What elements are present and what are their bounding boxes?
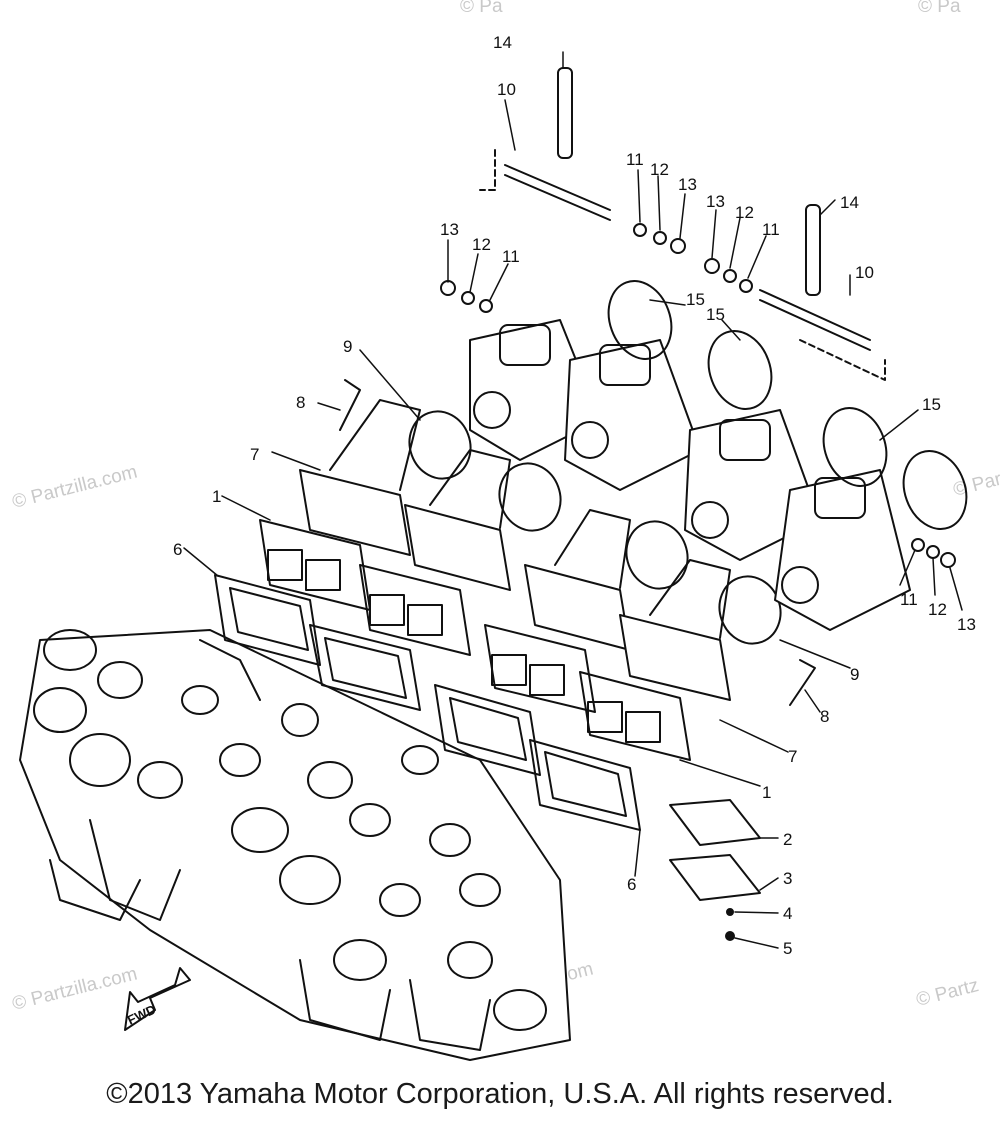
callout-12: 12 — [735, 203, 754, 222]
callout-9: 9 — [343, 337, 352, 356]
watermark-top-right: © Pa — [918, 0, 961, 17]
callout-1: 1 — [762, 783, 771, 802]
pipe-assembly-top — [479, 67, 611, 221]
callout-4: 4 — [783, 904, 792, 923]
callout-13: 13 — [440, 220, 459, 239]
callout-10: 10 — [497, 80, 516, 99]
callout-10: 10 — [855, 263, 874, 282]
callout-3: 3 — [783, 869, 792, 888]
copyright-notice: ©2013 Yamaha Motor Corporation, U.S.A. A… — [106, 1078, 894, 1110]
callout-12: 12 — [650, 160, 669, 179]
leader-lines — [183, 51, 963, 949]
callout-13: 13 — [957, 615, 976, 634]
callout-11: 11 — [626, 150, 644, 169]
callout-14: 14 — [840, 193, 859, 212]
callout-labels: 14 10 11 12 13 13 12 11 14 10 13 12 11 9… — [173, 33, 976, 958]
watermark-top-center: © Pa — [460, 0, 503, 17]
callout-2: 2 — [783, 830, 792, 849]
watermark-bottom-left: © Partzilla.com — [10, 964, 139, 1015]
callout-15: 15 — [922, 395, 941, 414]
callout-8: 8 — [296, 393, 305, 412]
callout-11: 11 — [502, 247, 520, 266]
carburetors — [469, 319, 911, 631]
callout-6: 6 — [627, 875, 636, 894]
reed-valve-assemblies — [259, 519, 691, 761]
callout-12: 12 — [472, 235, 491, 254]
callout-1: 1 — [212, 487, 221, 506]
callout-14: 14 — [493, 33, 512, 52]
callout-11: 11 — [900, 590, 918, 609]
callout-7: 7 — [788, 747, 797, 766]
air-cleaner-bands — [607, 280, 968, 530]
callout-13: 13 — [706, 192, 725, 211]
callout-8: 8 — [820, 707, 829, 726]
callout-7: 7 — [250, 445, 259, 464]
pipe-assembly-right — [759, 204, 886, 381]
callout-9: 9 — [850, 665, 859, 684]
callout-5: 5 — [783, 939, 792, 958]
callout-15: 15 — [706, 305, 725, 324]
watermark-left: © Partzilla.com — [10, 462, 139, 513]
intake-manifolds — [299, 399, 731, 701]
callout-12: 12 — [928, 600, 947, 619]
callout-6: 6 — [173, 540, 182, 559]
callout-15: 15 — [686, 290, 705, 309]
callout-11: 11 — [762, 220, 780, 239]
callout-13: 13 — [678, 175, 697, 194]
gasket-left-pair — [214, 574, 421, 711]
forward-arrow-icon — [124, 967, 191, 1031]
engine-cylinder-block — [19, 629, 571, 1061]
watermark-bottom-right: © Partz — [914, 975, 981, 1011]
